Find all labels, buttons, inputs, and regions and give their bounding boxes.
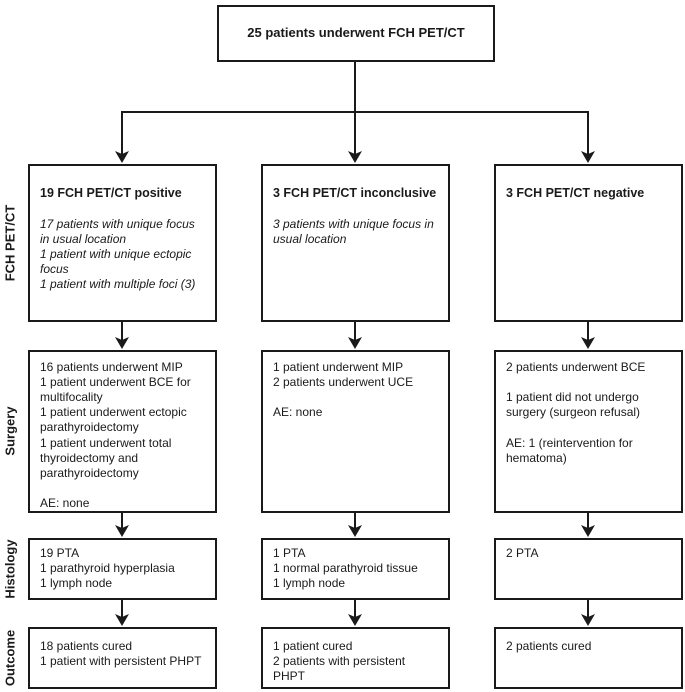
outcome-box-positive: 18 patients cured 1 patient with persist… <box>28 627 217 689</box>
petct-inconclusive-title: 3 FCH PET/CT inconclusive <box>273 186 437 200</box>
root-box-label: 25 patients underwent FCH PET/CT <box>247 25 465 41</box>
surgery-inconclusive-text: 1 patient underwent MIP 2 patients under… <box>273 360 414 420</box>
petct-box-positive: 19 FCH PET/CT positive 17 patients with … <box>28 164 217 322</box>
outcome-inconclusive-text: 1 patient cured 2 patients with persiste… <box>273 639 406 684</box>
arrowhead-down-icon <box>581 151 595 163</box>
surgery-box-positive: 16 patients underwent MIP 1 patient unde… <box>28 350 217 513</box>
histology-positive-text: 19 PTA 1 parathyroid hyperplasia 1 lymph… <box>40 546 175 591</box>
row-label-outcome: Outcome <box>2 629 18 687</box>
histology-inconclusive-text: 1 PTA 1 normal parathyroid tissue 1 lymp… <box>273 546 418 591</box>
outcome-box-inconclusive: 1 patient cured 2 patients with persiste… <box>261 627 450 689</box>
surgery-positive-text: 16 patients underwent MIP 1 patient unde… <box>40 360 191 510</box>
outcome-box-negative: 2 patients cured <box>494 627 683 689</box>
surgery-box-inconclusive: 1 patient underwent MIP 2 patients under… <box>261 350 450 513</box>
outcome-negative-text: 2 patients cured <box>506 639 592 653</box>
row-label-surgery: Surgery <box>2 406 18 456</box>
arrowhead-down-icon <box>115 151 129 163</box>
arrowhead-down-icon <box>348 525 362 537</box>
petct-positive-details: 17 patients with unique focus in usual l… <box>40 216 196 292</box>
outcome-positive-text: 18 patients cured 1 patient with persist… <box>40 639 202 669</box>
histology-box-inconclusive: 1 PTA 1 normal parathyroid tissue 1 lymp… <box>261 538 450 600</box>
arrowhead-down-icon <box>348 337 362 349</box>
row-label-fch-petct: FCH PET/CT <box>2 204 18 282</box>
arrowhead-down-icon <box>581 525 595 537</box>
root-box: 25 patients underwent FCH PET/CT <box>217 5 495 62</box>
petct-box-negative: 3 FCH PET/CT negative <box>494 164 683 322</box>
arrowhead-down-icon <box>348 614 362 626</box>
arrowhead-down-icon <box>581 337 595 349</box>
arrowhead-down-icon <box>115 337 129 349</box>
petct-box-inconclusive: 3 FCH PET/CT inconclusive 3 patients wit… <box>261 164 450 322</box>
histology-negative-text: 2 PTA <box>506 546 539 560</box>
arrowhead-down-icon <box>115 525 129 537</box>
surgery-box-negative: 2 patients underwent BCE 1 patient did n… <box>494 350 683 513</box>
surgery-negative-text: 2 patients underwent BCE 1 patient did n… <box>506 360 646 465</box>
arrowhead-down-icon <box>115 614 129 626</box>
petct-positive-title: 19 FCH PET/CT positive <box>40 186 182 200</box>
histology-box-positive: 19 PTA 1 parathyroid hyperplasia 1 lymph… <box>28 538 217 600</box>
histology-box-negative: 2 PTA <box>494 538 683 600</box>
row-label-histology: Histology <box>2 539 18 599</box>
petct-inconclusive-details: 3 patients with unique focus in usual lo… <box>273 216 434 246</box>
arrowhead-down-icon <box>348 151 362 163</box>
arrowhead-down-icon <box>581 614 595 626</box>
petct-negative-title: 3 FCH PET/CT negative <box>506 186 645 200</box>
